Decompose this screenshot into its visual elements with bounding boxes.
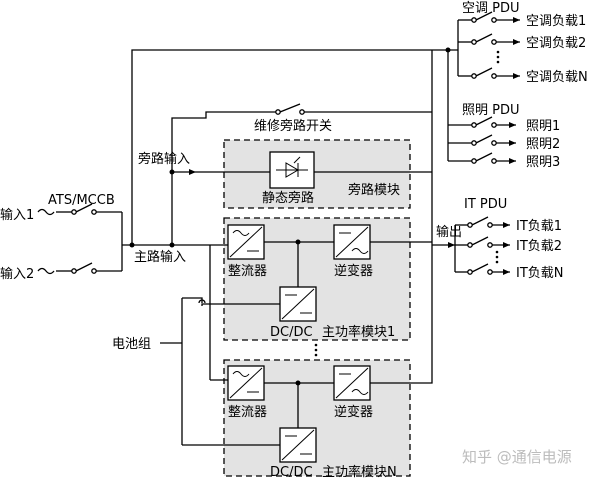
- main-input-label: 主路输入: [134, 249, 186, 265]
- ac-pdu-title: 空调 PDU: [462, 1, 520, 16]
- input-1-feed: [37, 203, 122, 216]
- power-module-n-frame: [223, 359, 411, 477]
- power-module-1-title: 主功率模块1: [322, 324, 395, 340]
- watermark-text: 知乎 @通信电源: [462, 448, 572, 466]
- static-bypass-label: 静态旁路: [262, 190, 314, 206]
- rectifier-n-label: 整流器: [228, 405, 267, 420]
- input-1-label: 输入1: [0, 207, 34, 223]
- maintenance-switch-label: 维修旁路开关: [254, 118, 332, 134]
- inverter-n-label: 逆变器: [334, 404, 373, 420]
- ac-pdu-branches: [457, 11, 520, 79]
- ac-load-2: 空调负载2: [526, 36, 586, 51]
- lighting-load-3: 照明3: [526, 155, 560, 170]
- battery-bus: [160, 297, 280, 446]
- output-label: 输出: [436, 224, 462, 240]
- ats-mccb-label: ATS/MCCB: [48, 193, 115, 208]
- lighting-pdu-title: 照明 PDU: [462, 103, 520, 118]
- bypass-module-title: 旁路模块: [348, 182, 400, 198]
- inverter-1-label: 逆变器: [334, 263, 373, 279]
- it-load-n: IT负载N: [516, 266, 564, 281]
- it-pdu-title: IT PDU: [464, 197, 507, 212]
- lighting-pdu-branches: [431, 50, 516, 164]
- battery-label: 电池组: [112, 337, 151, 352]
- bypass-module-frame: [223, 139, 411, 209]
- input-2-label: 输入2: [0, 266, 34, 282]
- ac-symbol-icon: [351, 248, 369, 254]
- dcdc-1-label: DC/DC: [270, 325, 313, 340]
- maintenance-bypass-switch: [171, 103, 433, 245]
- lighting-load-1: 照明1: [526, 119, 560, 134]
- ac-pdu-feeder: [131, 49, 458, 245]
- input-2-feed: [37, 262, 122, 275]
- it-pdu-branches: [455, 216, 510, 275]
- ac-symbol-icon: [232, 230, 250, 236]
- ac-load-n: 空调负载N: [526, 70, 588, 85]
- thyristor-icon: [276, 156, 308, 178]
- bypass-input-label: 旁路输入: [138, 151, 190, 167]
- ac-load-1: 空调负载1: [526, 14, 586, 29]
- it-load-2: IT负载2: [516, 239, 562, 254]
- dcdc-n-label: DC/DC: [270, 465, 313, 480]
- rectifier-1-label: 整流器: [228, 264, 267, 279]
- power-module-n-title: 主功率模块N: [322, 464, 397, 480]
- it-load-1: IT负载1: [516, 219, 562, 234]
- lighting-load-2: 照明2: [526, 137, 560, 152]
